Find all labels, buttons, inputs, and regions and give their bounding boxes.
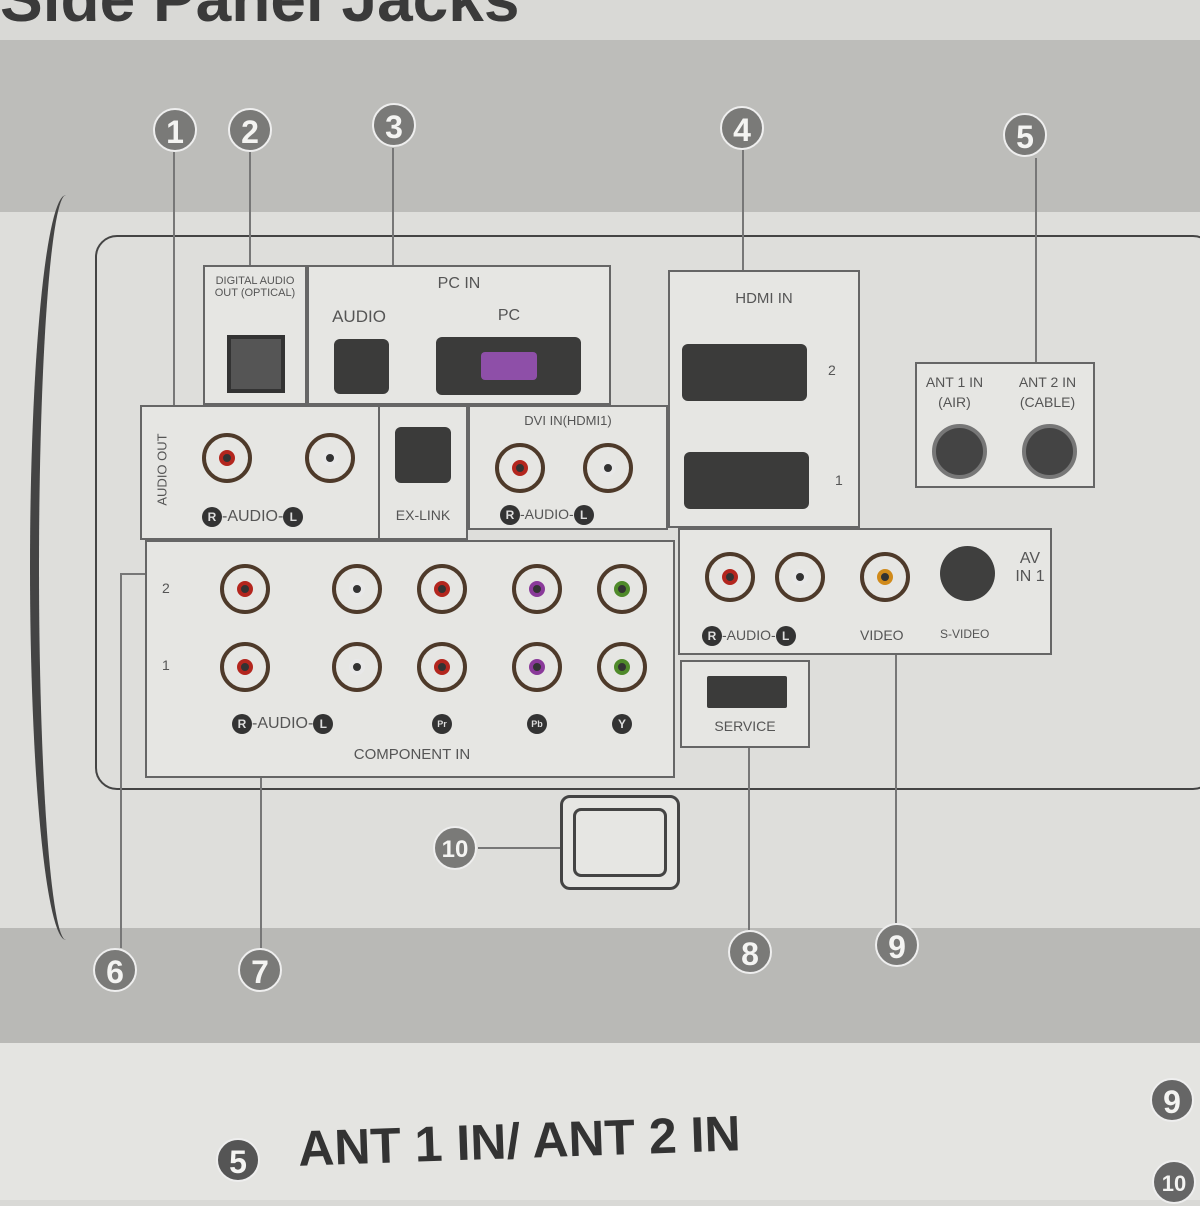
callout-7: 7 (238, 948, 282, 992)
audio-out-r-jack[interactable] (202, 433, 252, 483)
av-in-1-label: AV IN 1 (1015, 550, 1045, 585)
dvi-audio-r-jack[interactable] (495, 443, 545, 493)
comp-audio-label: R-AUDIO-L (232, 714, 334, 734)
leader-2 (249, 152, 251, 267)
hdmi-in-label: HDMI IN (735, 290, 793, 307)
service-label: SERVICE (714, 718, 776, 734)
leader-1 (173, 152, 175, 407)
ant2-jack[interactable] (1022, 424, 1077, 479)
leader-8 (748, 748, 750, 930)
comp1-pr[interactable] (417, 642, 467, 692)
av-audio-l-jack[interactable] (775, 552, 825, 602)
video-label: VIDEO (860, 627, 904, 643)
callout-10: 10 (433, 826, 477, 870)
service-box: SERVICE (680, 660, 810, 748)
power-socket-icon (573, 808, 667, 877)
hdmi-1-label: 1 (835, 472, 843, 488)
pc-label: PC (497, 307, 521, 324)
hdmi-2-port[interactable] (682, 344, 807, 401)
audio-out-rl-label: R-AUDIO-L (202, 507, 304, 527)
comp1-audio-l[interactable] (332, 642, 382, 692)
page-bottom (0, 1043, 1200, 1200)
comp2-audio-r[interactable] (220, 564, 270, 614)
dvi-rl-label: R-AUDIO-L (500, 505, 594, 525)
callout-8: 8 (728, 930, 772, 974)
leader-6 (120, 573, 122, 948)
ant1-label: ANT 1 IN(AIR) (925, 374, 984, 410)
s-video-label: S-VIDEO (940, 627, 990, 641)
dvi-in-label: DVI IN(HDMI1) (524, 413, 612, 428)
hdmi-1-port[interactable] (684, 452, 809, 509)
comp1-pb[interactable] (512, 642, 562, 692)
hdmi-2-label: 2 (828, 362, 836, 378)
video-jack[interactable] (860, 552, 910, 602)
side-panel (95, 235, 1200, 790)
dvi-audio-box: DVI IN(HDMI1) R-AUDIO-L (468, 405, 668, 530)
ex-link-label: EX-LINK (395, 507, 451, 523)
page-title: Side Panel Jacks (0, 0, 519, 36)
comp2-pr[interactable] (417, 564, 467, 614)
antenna-box: ANT 1 IN(AIR) ANT 2 IN(CABLE) (915, 362, 1095, 488)
pb-label: Pb (527, 714, 547, 734)
header-band (0, 40, 1200, 215)
leader-5 (1035, 158, 1037, 363)
ant1-jack[interactable] (932, 424, 987, 479)
ex-link-box: EX-LINK (378, 405, 468, 540)
digital-audio-out-label: DIGITAL AUDIO OUT (OPTICAL) (214, 275, 296, 299)
comp1-audio-r[interactable] (220, 642, 270, 692)
ex-link-jack[interactable] (395, 427, 451, 483)
callout-3: 3 (372, 103, 416, 147)
audio-out-l-jack[interactable] (305, 433, 355, 483)
callout-1: 1 (153, 108, 197, 152)
av-audio-label: R-AUDIO-L (702, 626, 796, 646)
leader-9 (895, 655, 897, 923)
audio-out-box: AUDIO OUT R-AUDIO-L (140, 405, 380, 540)
service-port[interactable] (707, 676, 787, 708)
comp-row-2-label: 2 (162, 580, 170, 596)
callout-4: 4 (720, 106, 764, 150)
pc-in-box: PC IN AUDIO PC (307, 265, 611, 405)
leader-3 (392, 148, 394, 266)
comp-row-1-label: 1 (162, 657, 170, 673)
callout-2: 2 (228, 108, 272, 152)
power-inlet[interactable] (560, 795, 680, 890)
pc-audio-jack[interactable] (334, 339, 389, 394)
s-video-jack[interactable] (940, 546, 995, 601)
footer-band (0, 928, 1200, 1043)
hdmi-in-box: HDMI IN 2 1 (668, 270, 860, 528)
av-in-1-box: AV IN 1 R-AUDIO-L VIDEO S-VIDEO (678, 528, 1052, 655)
comp1-y[interactable] (597, 642, 647, 692)
vga-port[interactable] (436, 337, 581, 395)
edge-number-9: 9 (1150, 1078, 1194, 1122)
leader-4 (742, 150, 744, 272)
edge-number-10: 10 (1152, 1160, 1196, 1204)
callout-6: 6 (93, 948, 137, 992)
comp2-y[interactable] (597, 564, 647, 614)
digital-audio-out-box: DIGITAL AUDIO OUT (OPTICAL) (203, 265, 307, 405)
leader-7 (260, 778, 262, 948)
section-number: 5 (216, 1138, 260, 1182)
comp2-pb[interactable] (512, 564, 562, 614)
y-label: Y (612, 714, 632, 734)
optical-jack[interactable] (227, 335, 285, 393)
component-in-label: COMPONENT IN (353, 746, 471, 763)
pc-audio-label: AUDIO (332, 307, 386, 326)
tv-edge-curve (30, 195, 90, 940)
pr-label: Pr (432, 714, 452, 734)
audio-out-label: AUDIO OUT (154, 433, 170, 506)
leader-10 (478, 847, 563, 849)
comp2-audio-l[interactable] (332, 564, 382, 614)
av-audio-r-jack[interactable] (705, 552, 755, 602)
callout-9: 9 (875, 923, 919, 967)
dvi-audio-l-jack[interactable] (583, 443, 633, 493)
callout-5: 5 (1003, 113, 1047, 157)
ant2-label: ANT 2 IN(CABLE) (1018, 374, 1077, 410)
component-in-box: 2 1 R-AUDIO-L Pr Pb Y COMPONENT IN (145, 540, 675, 778)
pc-in-label: PC IN (437, 275, 481, 292)
